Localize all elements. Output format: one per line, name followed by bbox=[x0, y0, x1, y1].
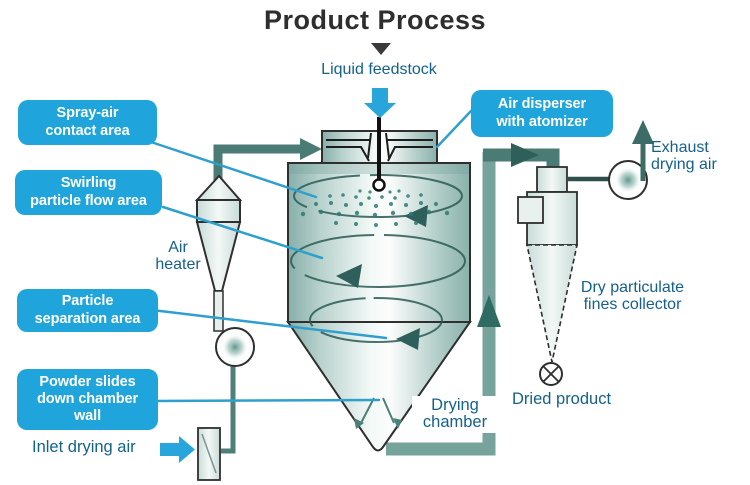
riser-right-arrow bbox=[511, 143, 539, 167]
label-inlet-drying-air: Inlet drying air bbox=[32, 438, 136, 456]
callout-particle-separation-area: Particle separation area bbox=[17, 289, 158, 332]
inlet-air-pipe bbox=[221, 364, 236, 454]
callout-swirling-particle-flow-area: Swirling particle flow area bbox=[15, 170, 162, 215]
label-dried-product: Dried product bbox=[512, 390, 612, 408]
exhaust-arrow bbox=[632, 120, 654, 144]
label-drying-chamber: Drying chamber bbox=[412, 396, 498, 433]
label-exhaust-drying-air: Exhaust drying air bbox=[651, 139, 717, 173]
chamber-cone bbox=[286, 321, 472, 452]
riser-pipe bbox=[386, 143, 560, 456]
air-heater-vessel bbox=[194, 174, 243, 332]
exhaust-fan bbox=[567, 120, 654, 200]
label-fines-collector: Dry particulate fines collector bbox=[580, 279, 685, 313]
swirl-arrowhead bbox=[336, 264, 362, 288]
atomizer-nozzle bbox=[372, 178, 386, 192]
heated-air-pipe bbox=[213, 138, 322, 182]
inlet-air-filter bbox=[197, 427, 221, 481]
title-pointer-icon bbox=[371, 43, 391, 55]
disperser-internals bbox=[326, 132, 433, 162]
inlet-fan bbox=[215, 327, 255, 367]
powder-slide-arrows bbox=[360, 397, 395, 424]
cyclone-collector bbox=[517, 166, 578, 386]
drying-chamber-vessel bbox=[286, 117, 472, 452]
riser-up-arrow bbox=[477, 295, 501, 327]
feedstock-arrow bbox=[364, 88, 396, 118]
callout-powder-slides-down-chamber-wall: Powder slides down chamber wall bbox=[17, 369, 158, 430]
label-liquid-feedstock: Liquid feedstock bbox=[321, 61, 437, 78]
callout-spray-air-contact-area: Spray-air contact area bbox=[18, 100, 157, 145]
swirl-arrowhead bbox=[396, 328, 420, 350]
spray-droplets bbox=[300, 189, 450, 227]
label-air-heater: Air heater bbox=[155, 239, 201, 273]
leader-lines bbox=[149, 109, 473, 403]
swirl-arrowhead bbox=[404, 205, 428, 227]
inlet-air-arrow bbox=[160, 436, 195, 463]
page-title: Product Process bbox=[263, 5, 487, 35]
callout-air-disperser-with-atomizer: Air disperser with atomizer bbox=[471, 90, 613, 137]
